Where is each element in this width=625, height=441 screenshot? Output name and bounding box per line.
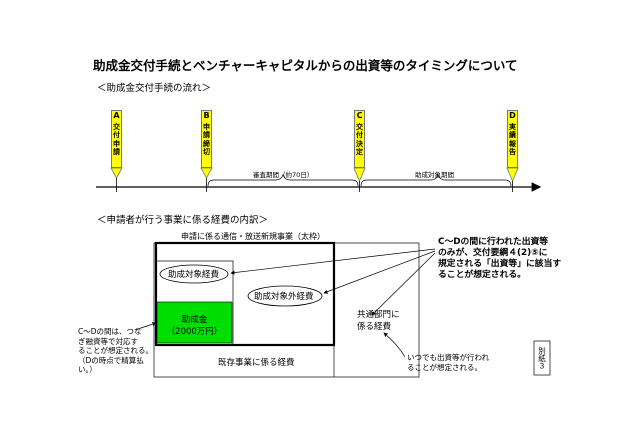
bottom-note-arrow <box>383 332 406 358</box>
milestone-c: C 交 付 決 定 <box>354 110 365 168</box>
note-arrow-2 <box>323 250 436 294</box>
review-period-label: 審査期間（約70日） <box>253 171 314 179</box>
subsidy-area <box>156 301 233 344</box>
note-arrow-1 <box>230 248 436 275</box>
review-period-brace <box>207 174 359 187</box>
annex-label-wrap: 別紙３ <box>534 341 550 375</box>
subsidy-period-brace <box>360 174 512 187</box>
milestone-b: B 申 請 締 切 <box>201 110 212 168</box>
eligible-box <box>155 260 234 346</box>
bottom-note: いつでも出資等が行われ ることが想定される。 <box>407 353 490 372</box>
subsidy-period-label: 助成対象期間 <box>415 171 454 179</box>
milestone-d-arrow <box>506 167 519 192</box>
note-arrow-3 <box>371 252 436 316</box>
ineligible-label: 助成対象外経費 <box>254 292 314 302</box>
milestone-b-arrow <box>200 167 213 192</box>
common-cost-label: 共通部門に 係る経費 <box>357 310 400 332</box>
eligible-label: 助成対象経費 <box>168 270 220 280</box>
milestone-d: D 実 績 報 告 <box>507 110 518 168</box>
flow-section-heading: ＜助成金交付手続の流れ＞ <box>97 83 212 94</box>
new-business-label: 申請に係る通信・放送新規事業（太枠） <box>181 232 325 241</box>
ineligible-ellipse <box>247 285 323 307</box>
left-note: C～Dの間は、つな ぎ融資等で対応す ることが想定される。 （Dの時点で精算払 … <box>78 327 153 374</box>
eligible-ellipse <box>159 264 229 284</box>
milestone-a: A 交 付 申 請 <box>111 110 122 168</box>
milestone-a-arrow <box>110 167 123 192</box>
annex-box <box>533 340 551 376</box>
page-title: 助成金交付手続とベンチャーキャピタルからの出資等のタイミングについて <box>93 58 518 73</box>
milestone-c-arrow <box>353 167 366 192</box>
subsidy-label: 助成金 （2000万円） <box>166 315 223 337</box>
existing-cost-label: 既存事業に係る経費 <box>218 358 295 368</box>
annex-label: 別紙３ <box>537 346 547 370</box>
right-note: C～Dの間に行われた出資等 のみが、交付要綱４(2)⑤に 規定される「出資等」に… <box>438 237 562 280</box>
left-note-arrow <box>134 322 157 331</box>
expense-section-heading: ＜申請者が行う事業に係る経費の内訳＞ <box>97 215 269 226</box>
